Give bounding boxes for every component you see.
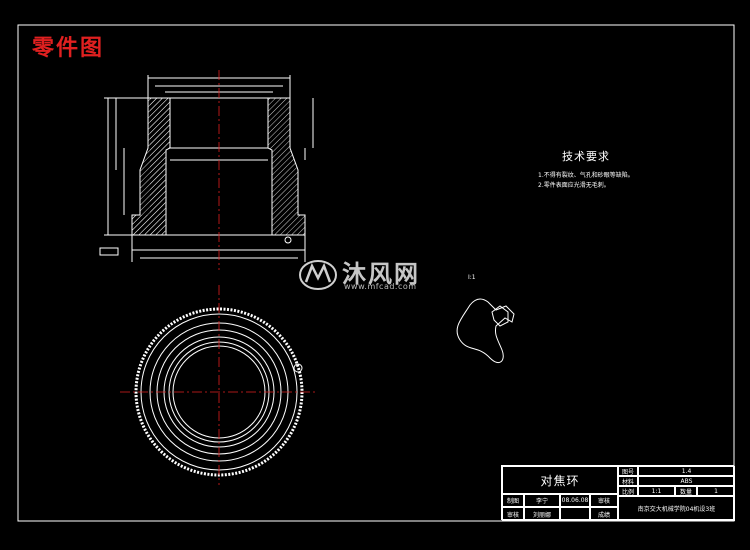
watermark-url: www.mfcad.com <box>344 282 417 291</box>
drawn-name: 李宁 <box>524 494 560 507</box>
detail-callout-circle <box>284 236 292 244</box>
material-label: 材料 <box>618 476 638 486</box>
drawing-no-label: 图号 <box>618 466 638 476</box>
watermark-logo <box>299 260 337 290</box>
school-name: 南京交大机械学院04机设3班 <box>618 496 735 521</box>
drawing-no-value: 1.4 <box>638 466 735 476</box>
watermark-brand: 沐风网 <box>342 260 420 288</box>
checked-name: 刘丽娜 <box>524 507 560 521</box>
tech-requirements-title: 技术要求 <box>562 150 610 163</box>
quantity-value: 1 <box>697 486 735 496</box>
detail-profile <box>456 298 515 363</box>
part-name: 对焦环 <box>502 466 618 494</box>
scale-label: 比例 <box>618 486 638 496</box>
detail-view <box>456 298 515 363</box>
review-label: 审核 <box>590 494 618 507</box>
grade-label: 成绩 <box>590 507 618 521</box>
detail-tooth <box>491 305 509 327</box>
tech-requirement-line-2: 2.零件表面应光滑无毛刺。 <box>538 182 610 189</box>
drawn-date: 08.06.08 <box>560 494 590 507</box>
roughness-frame <box>99 247 119 256</box>
detail-callout-top <box>293 363 303 373</box>
left-wall-section <box>131 97 171 236</box>
section-view <box>99 75 314 262</box>
detail-view-label: I:1 <box>468 274 476 281</box>
scale-value: 1:1 <box>638 486 675 496</box>
checked-label: 审核 <box>502 507 524 521</box>
tech-requirement-line-1: 1.不得有裂纹、气孔和砂眼等缺陷。 <box>538 172 634 179</box>
drawing-border <box>17 24 735 522</box>
watermark: 沐风网 www.mfcad.com <box>298 250 468 300</box>
quantity-label: 数量 <box>675 486 697 496</box>
title-block: 对焦环 图号 1.4 材料 ABS 比例 1:1 数量 1 制图 李宁 08.0… <box>501 465 735 521</box>
blank-cell <box>560 507 590 521</box>
material-value: ABS <box>638 476 735 486</box>
drawn-label: 制图 <box>502 494 524 507</box>
drawing-label: 零件图 <box>32 36 105 61</box>
right-wall-section <box>267 97 306 236</box>
